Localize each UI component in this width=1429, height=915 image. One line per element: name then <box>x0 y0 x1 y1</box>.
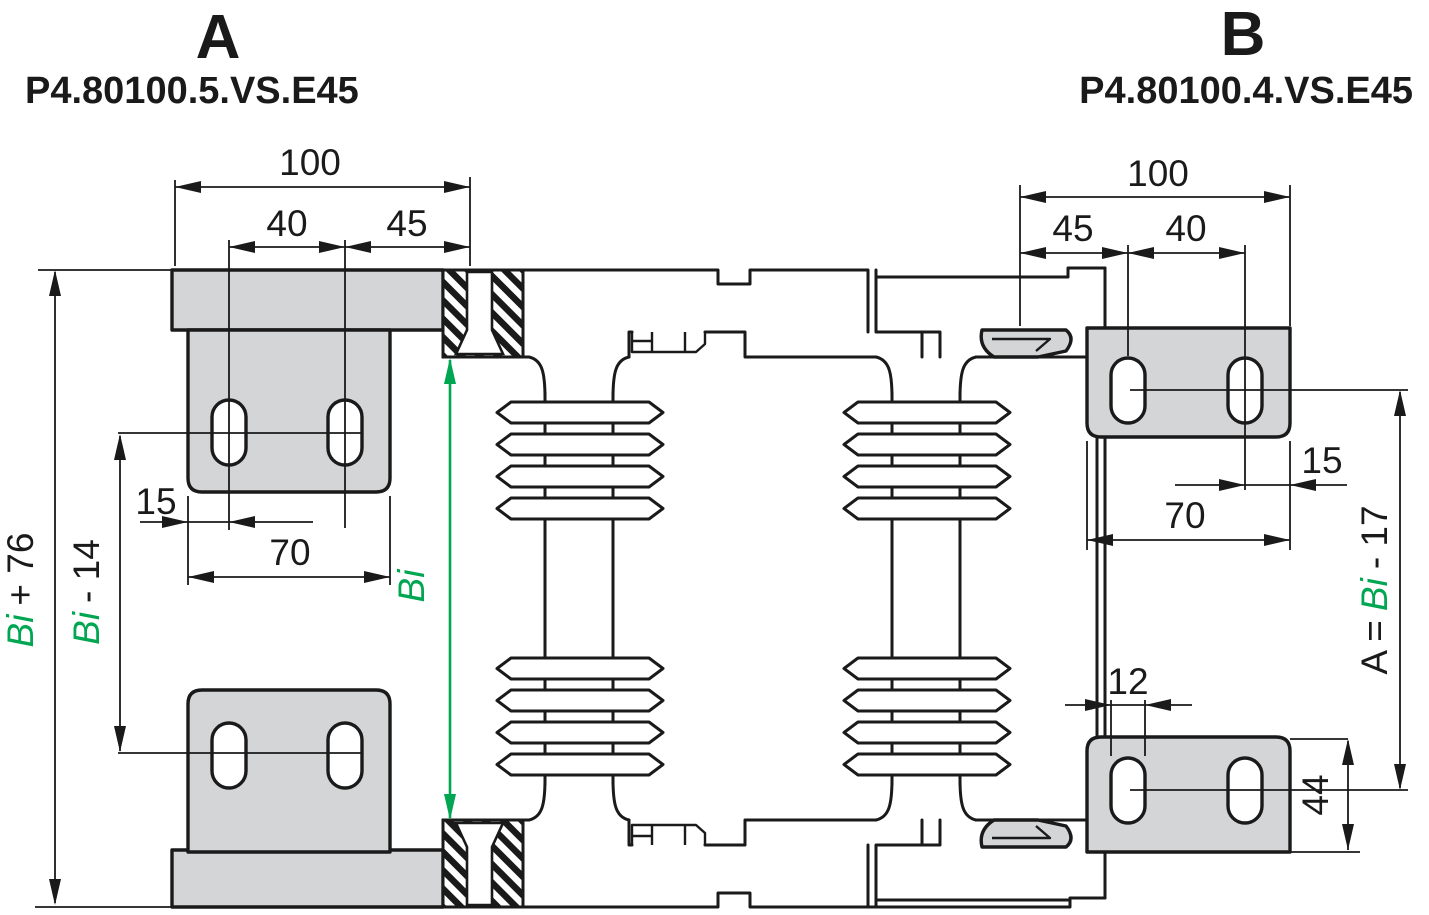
view-a-part-number: P4.80100.5.VS.E45 <box>25 70 359 112</box>
view-b-label: B <box>1221 0 1266 69</box>
dim-right-bracket-height: 44 <box>1295 774 1336 815</box>
dim-bi-minus-14: Bi- 14 <box>66 539 107 645</box>
top-mounting-rail <box>170 268 445 332</box>
bottom-clamp-screw-slot <box>453 821 506 907</box>
top-side-clamp <box>979 328 1073 359</box>
bottom-side-clamp <box>979 818 1073 849</box>
dimension-lines <box>35 177 1408 908</box>
dim-right-edge: 15 <box>1301 440 1342 481</box>
dim-left-end: 45 <box>386 203 427 244</box>
chain-top-band <box>441 266 1107 334</box>
dim-right-pitch: 40 <box>1165 208 1206 249</box>
variant-b-clamps <box>979 328 1073 849</box>
dim-bi-inner-height: Bi <box>391 568 432 603</box>
chain-cross-section <box>441 266 1107 909</box>
separator-column-right <box>844 357 1010 820</box>
dim-bi-plus-76: Bi+ 76 <box>0 533 41 648</box>
dim-formula-a: A =Bi- 17 <box>1354 505 1395 674</box>
dim-left-bracket: 70 <box>269 532 310 573</box>
dim-right-end: 45 <box>1052 208 1093 249</box>
view-a-label: A <box>196 3 241 72</box>
dim-right-overall: 100 <box>1127 153 1189 194</box>
variant-a-mounting <box>170 268 525 909</box>
bottom-mounting-rail <box>170 848 445 909</box>
dim-right-slot-width: 12 <box>1107 661 1148 702</box>
bracket-slot <box>210 721 248 790</box>
chain-top-latch <box>630 332 707 354</box>
dim-right-bracket: 70 <box>1164 495 1205 536</box>
bracket-slot <box>326 721 364 790</box>
dim-left-pitch: 40 <box>266 203 307 244</box>
chain-bottom-band <box>441 843 1107 909</box>
dim-left-overall: 100 <box>279 142 341 183</box>
dim-left-edge: 15 <box>135 481 176 522</box>
top-clamp-screw-slot <box>453 270 506 356</box>
view-b-part-number: P4.80100.4.VS.E45 <box>1079 70 1413 112</box>
labels: A P4.80100.5.VS.E45 B P4.80100.4.VS.E45 … <box>0 0 1413 816</box>
separator-column-left <box>497 357 663 820</box>
mounting-brackets <box>186 326 1292 854</box>
chain-bottom-latch <box>630 823 707 845</box>
